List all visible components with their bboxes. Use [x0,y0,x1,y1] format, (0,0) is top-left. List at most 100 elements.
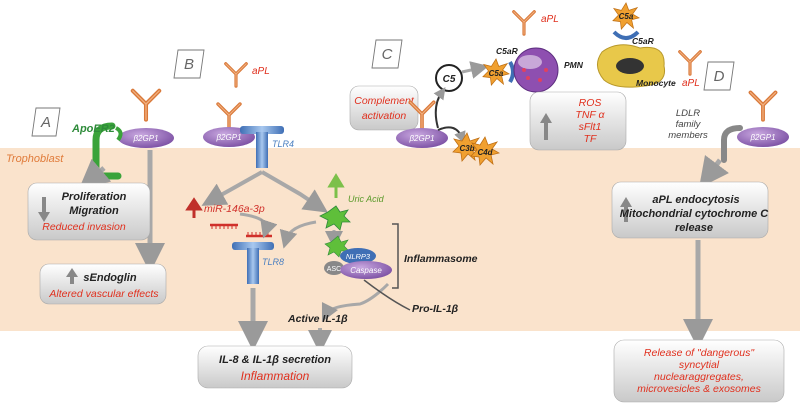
release-box: Release of "dangerous" syncytial nuclear… [613,339,785,403]
svg-text:sEndoglin: sEndoglin [83,272,136,284]
svg-text:D: D [714,68,725,85]
ldlr-label-line2: family [676,119,702,130]
uric-acid-label: Uric Acid [348,194,385,204]
svg-text:activation: activation [362,110,407,122]
c4d-label: C4d [477,148,493,157]
inflammasome-complex-icon [324,235,392,279]
svg-text:B: B [184,56,194,73]
monocyte-cell-icon [597,44,666,88]
c5ar-receptor-icon [508,60,515,84]
svg-text:Proliferation: Proliferation [62,191,127,203]
svg-text:release: release [675,222,713,234]
monocyte-label: Monocyte [636,78,676,88]
nlrp3-label: NLRP3 [346,252,371,261]
arrow-caspase-active [321,282,390,323]
panel-c-label: C [371,39,403,69]
svg-text:Inflammation: Inflammation [241,369,310,383]
trophoblast-label: Trophoblast [6,153,64,165]
antibody-icon [678,50,702,76]
prolif-box: Proliferation Migration Reduced invasion [27,182,151,241]
c3b-label: C3b [459,144,474,153]
svg-text:C: C [382,46,393,63]
svg-text:C5: C5 [443,74,456,85]
svg-text:Release of "dangerous": Release of "dangerous" [644,347,755,359]
pmn-cell-icon [513,47,559,93]
inflammasome-bracket [392,223,399,289]
apl-label: aPL [252,66,270,77]
up-arrow-green-icon [327,173,345,198]
antibody-icon [216,102,242,130]
antibody-icon [133,91,159,120]
arrow-comp-c3b [437,126,466,144]
svg-text:Complement: Complement [354,95,415,107]
svg-text:β2GP1: β2GP1 [408,134,434,143]
active-il-label: Active IL-1β [287,313,348,325]
svg-text:Altered vascular effects: Altered vascular effects [48,288,159,300]
svg-text:nuclearaggregates,: nuclearaggregates, [654,371,744,383]
arrow-a-prolif [78,158,112,190]
ldlr-label-line3: members [668,130,708,141]
svg-text:A: A [40,114,51,131]
c5ar-label: C5aR [632,36,655,46]
panel-a-label: A [31,107,61,137]
arrow-comp-c5 [433,87,446,129]
svg-text:aPL endocytosis: aPL endocytosis [652,194,739,206]
c5-circle-icon: C5 [435,64,463,92]
c5a-label: C5a [619,12,634,21]
apl-label: aPL [682,78,700,89]
ros-box: ROS TNF α sFlt1 TF [529,91,627,151]
svg-text:IL-8 & IL-1β secretion: IL-8 & IL-1β secretion [219,354,331,366]
svg-text:β2GP1: β2GP1 [215,133,241,142]
svg-text:Migration: Migration [69,205,119,217]
mirna-strand-icon [210,223,238,229]
b2gp1-receptor: β2GP1 [396,128,448,148]
complement-box: Complement activation [349,85,419,131]
arrow-c5-c5a [461,61,489,79]
svg-text:sFlt1: sFlt1 [579,121,602,133]
ldlr-receptor-icon [721,125,743,163]
panel-d-label: D [703,61,735,91]
antibody-icon [224,62,248,88]
panel-b-label: B [173,49,205,79]
il-secretion-box: IL-8 & IL-1β secretion Inflammation [197,345,353,389]
pro-il-label: Pro-IL-1β [412,303,459,315]
tlr4-label: TLR4 [272,139,294,149]
svg-text:TF: TF [584,133,597,145]
uric-acid-crystal-icon [319,205,351,231]
caspase-label: Caspase [350,266,382,275]
arrow-uric-back [279,220,317,249]
arrow-b-left [201,170,263,206]
sendoglin-box: sEndoglin Altered vascular effects [39,263,167,305]
up-arrow-red-icon [185,197,203,218]
tlr8-label: TLR8 [262,257,284,267]
arrow-b-right [260,170,328,213]
endocytosis-box: aPL endocytosis Mitochondrial cytochrome… [611,181,770,239]
tlr8-receptor-icon [232,242,274,284]
c5ar-receptor-icon [612,30,640,40]
antibody-icon [512,10,536,36]
svg-text:β2GP1: β2GP1 [132,134,158,143]
svg-text:β2GP1: β2GP1 [749,133,775,142]
apl-label: aPL [541,14,559,25]
arrow-mir-tlr8 [239,212,278,239]
svg-text:syncytial: syncytial [679,359,720,371]
apoer2-label: ApoER2 [71,123,115,135]
antibody-icon [748,90,778,122]
pro-il-curve [363,279,411,311]
pmn-label: PMN [564,60,584,70]
b2gp1-receptor: β2GP1 [737,127,789,147]
svg-text:ROS: ROS [579,97,602,109]
svg-text:Reduced invasion: Reduced invasion [42,221,126,233]
b2gp1-receptor: β2GP1 [118,128,174,148]
inflammasome-label: Inflammasome [404,253,478,265]
c5a-label: C5a [489,69,504,78]
tlr4-receptor-icon [240,126,284,168]
mir-label: miR-146a-3p [204,203,265,215]
svg-text:TNF α: TNF α [575,109,605,121]
svg-text:microvesicles & exosomes: microvesicles & exosomes [637,383,761,395]
arrow-d-endo [699,155,729,188]
ldlr-label-line1: LDLR [676,108,700,119]
c5ar-label: C5aR [496,46,519,56]
svg-text:Mitochondrial cytochrome C: Mitochondrial cytochrome C [620,208,770,220]
asc-label: ASC [327,266,341,273]
